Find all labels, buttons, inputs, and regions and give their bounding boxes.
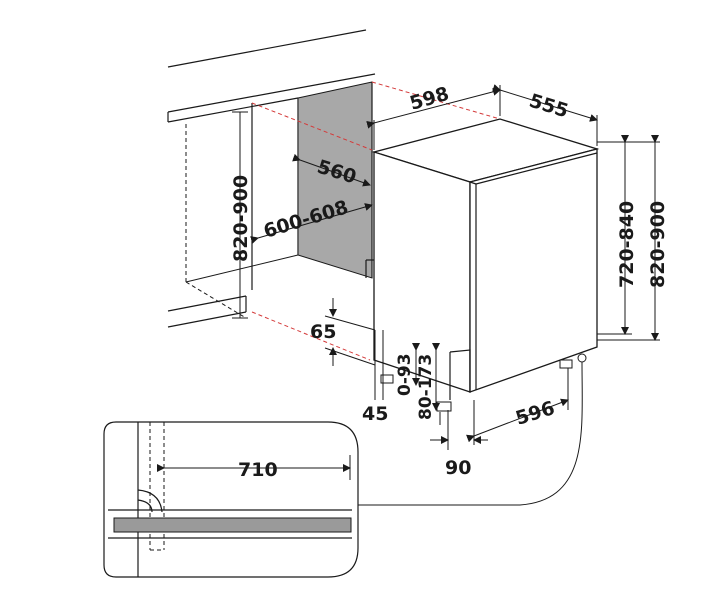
label-niche-820-900: 820-900 [230, 175, 252, 262]
plinth-dimension [324, 298, 376, 366]
dishwasher-body [371, 118, 600, 400]
right-dimension-lines [597, 135, 660, 341]
gap-dimension [374, 330, 384, 400]
bottom-dimension-lines [430, 368, 569, 445]
label-596: 596 [513, 397, 557, 430]
detail-worktop-strip [113, 517, 352, 533]
label-720-840: 720-840 [616, 201, 638, 288]
label-598: 598 [407, 83, 451, 115]
label-80-173: 80-173 [416, 354, 436, 420]
niche-depth-line [292, 153, 371, 187]
label-0-93: 0-93 [395, 353, 415, 396]
label-555: 555 [527, 90, 571, 123]
label-90: 90 [445, 457, 471, 479]
detail-leader [358, 361, 583, 506]
label-65: 65 [310, 321, 336, 343]
label-45: 45 [362, 403, 388, 425]
detail-inset [103, 421, 359, 578]
niche-width-line [250, 203, 373, 244]
top-dimension-lines [366, 84, 598, 150]
label-710: 710 [238, 459, 278, 481]
left-cabinet [167, 103, 299, 328]
label-right-820-900: 820-900 [647, 201, 669, 288]
